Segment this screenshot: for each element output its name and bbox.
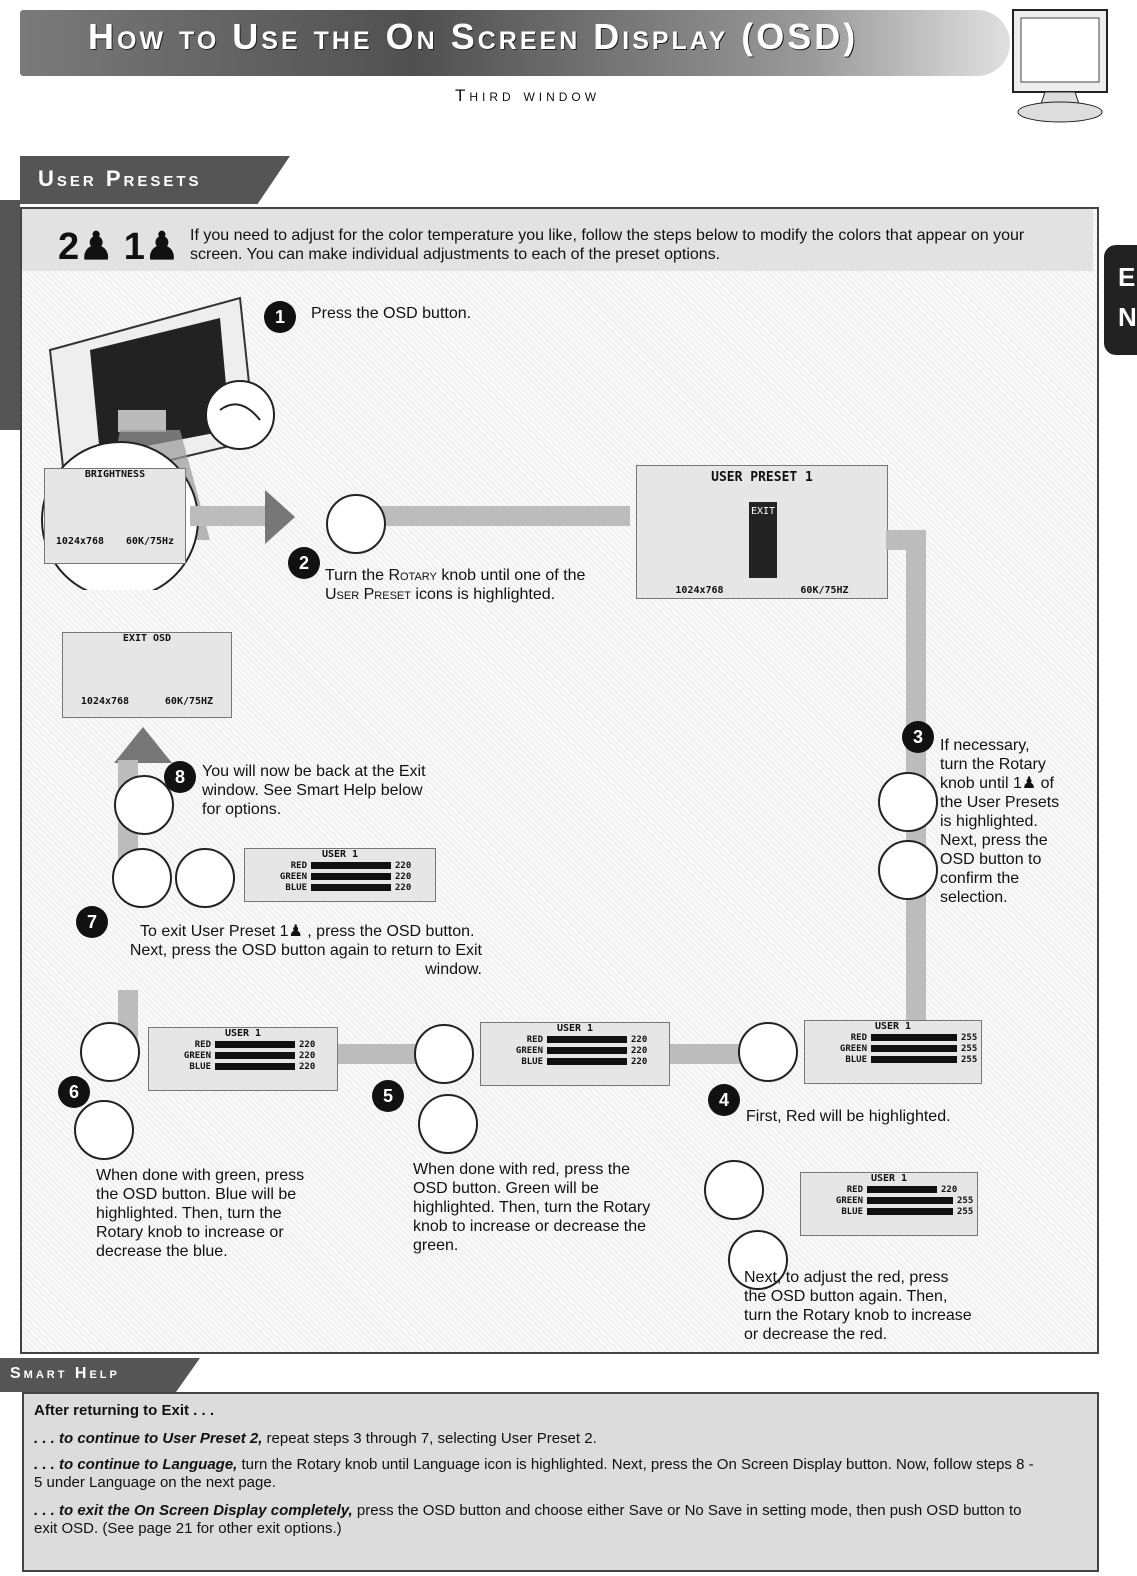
- rotary-knob-icon: [878, 772, 938, 832]
- arrow-up-icon: [114, 727, 172, 763]
- smart-help-heading: After returning to Exit . . .: [34, 1402, 215, 1419]
- step-1-text: Press the OSD button.: [311, 305, 472, 322]
- osd-frequency: 60K/75HZ: [800, 585, 849, 596]
- osd-resolution: 1024x768: [675, 585, 724, 596]
- osd-title: EXIT OSD: [122, 633, 172, 644]
- osd-button-press-icon: [114, 775, 174, 835]
- step-4-text: First, Red will be highlighted.: [746, 1108, 951, 1125]
- osd-button-press-icon: [878, 840, 938, 900]
- step-7-text: To exit User Preset 1♟ , press the OSD b…: [110, 922, 482, 979]
- monitor-icon: [1012, 9, 1108, 123]
- step-4b-text: Next, to adjust the red, press the OSD b…: [744, 1269, 972, 1343]
- osd-exit-panel: EXIT OSD 1024x768 60K/75HZ: [62, 632, 232, 718]
- osd-button-press-icon: [414, 1024, 474, 1084]
- osd-user-preset-panel: USER PRESET 1 EXIT 1024x768 60K/75HZ: [636, 465, 888, 599]
- section-tab: [20, 156, 290, 204]
- osd-button-press-icon: [80, 1022, 140, 1082]
- osd-button-press-icon: [704, 1160, 764, 1220]
- step-7-text-b: Next, press the OSD button again to retu…: [129, 942, 482, 978]
- smart-help-tab: [0, 1358, 200, 1392]
- step-3-text: If necessary, turn the Rotary knob until…: [940, 737, 1060, 906]
- step-8-text: You will now be back at the Exit window.…: [202, 763, 426, 818]
- osd-title: USER PRESET 1: [711, 470, 813, 485]
- osd-frequency: 60K/75Hz: [125, 536, 175, 547]
- osd-frequency: 60K/75HZ: [164, 696, 214, 707]
- osd-button-press-icon: [112, 848, 172, 908]
- step-2-text-c: icons is highlighted.: [410, 586, 556, 603]
- rotary-knob-icon: [728, 1230, 788, 1290]
- step-8-bullet: 8: [164, 761, 196, 793]
- osd-resolution: 1024x768: [80, 696, 130, 707]
- rotary-term: Rotary: [388, 567, 437, 584]
- arrow: [190, 506, 270, 526]
- step-2-bullet: 2: [288, 547, 320, 579]
- user-preset-term: User Preset: [325, 586, 411, 603]
- rotary-knob-icon: [418, 1094, 478, 1154]
- osd-button-press-icon: [175, 848, 235, 908]
- user-preset-icons: 2♟ 1♟: [58, 226, 179, 268]
- rotary-knob-icon: [74, 1100, 134, 1160]
- smart-help-item-3: . . . to exit the On Screen Display comp…: [34, 1502, 1022, 1537]
- side-strip: [0, 200, 20, 430]
- step-2-text: Turn the Rotary knob until one of the Us…: [325, 566, 605, 604]
- step-2-text-b: knob until one of the: [436, 567, 586, 584]
- rotary-knob-icon: [326, 494, 386, 554]
- smart-help-box: [22, 1392, 1099, 1572]
- intro-bar: [22, 209, 1093, 271]
- step-4-bullet: 4: [708, 1084, 740, 1116]
- osd-brightness-panel: BRIGHTNESS 1024x768 60K/75Hz: [44, 468, 186, 564]
- smart-help-item-2: . . . to continue to Language, turn the …: [34, 1456, 1034, 1491]
- step-3-bullet: 3: [902, 721, 934, 753]
- smart-help-title: Smart Help: [10, 1365, 120, 1382]
- osd-exit-icon: EXIT: [749, 502, 777, 578]
- page-subtitle: Third window: [455, 86, 601, 105]
- osd-footer: 1024x768 60K/75Hz: [45, 536, 185, 547]
- step-6-bullet: 6: [58, 1076, 90, 1108]
- step-2-text-a: Turn the: [325, 567, 389, 584]
- osd-title: USER 1: [321, 849, 359, 860]
- header-banner: [20, 10, 1010, 76]
- arrow-right-icon: [265, 490, 295, 544]
- arrow: [360, 506, 630, 526]
- section-title: User Presets: [38, 166, 202, 191]
- osd-footer: 1024x768 60K/75HZ: [637, 585, 887, 596]
- osd-title: BRIGHTNESS: [84, 469, 146, 480]
- osd-footer: 1024x768 60K/75HZ: [63, 696, 231, 707]
- smart-help-item-1: . . . to continue to User Preset 2, repe…: [34, 1430, 597, 1447]
- page-title: How to Use the On Screen Display (OSD): [88, 16, 859, 57]
- step-5-text: When done with red, press the OSD button…: [413, 1161, 651, 1254]
- osd-resolution: 1024x768: [55, 536, 105, 547]
- step-5-bullet: 5: [372, 1080, 404, 1112]
- step-6-text: When done with green, press the OSD butt…: [96, 1167, 305, 1260]
- intro-text: If you need to adjust for the color temp…: [190, 227, 1025, 263]
- step-7-text-a: To exit User Preset 1♟ , press the OSD b…: [140, 923, 475, 940]
- step-7-bullet: 7: [76, 906, 108, 938]
- step-1-bullet: 1: [264, 301, 296, 333]
- osd-button-press-icon: [738, 1022, 798, 1082]
